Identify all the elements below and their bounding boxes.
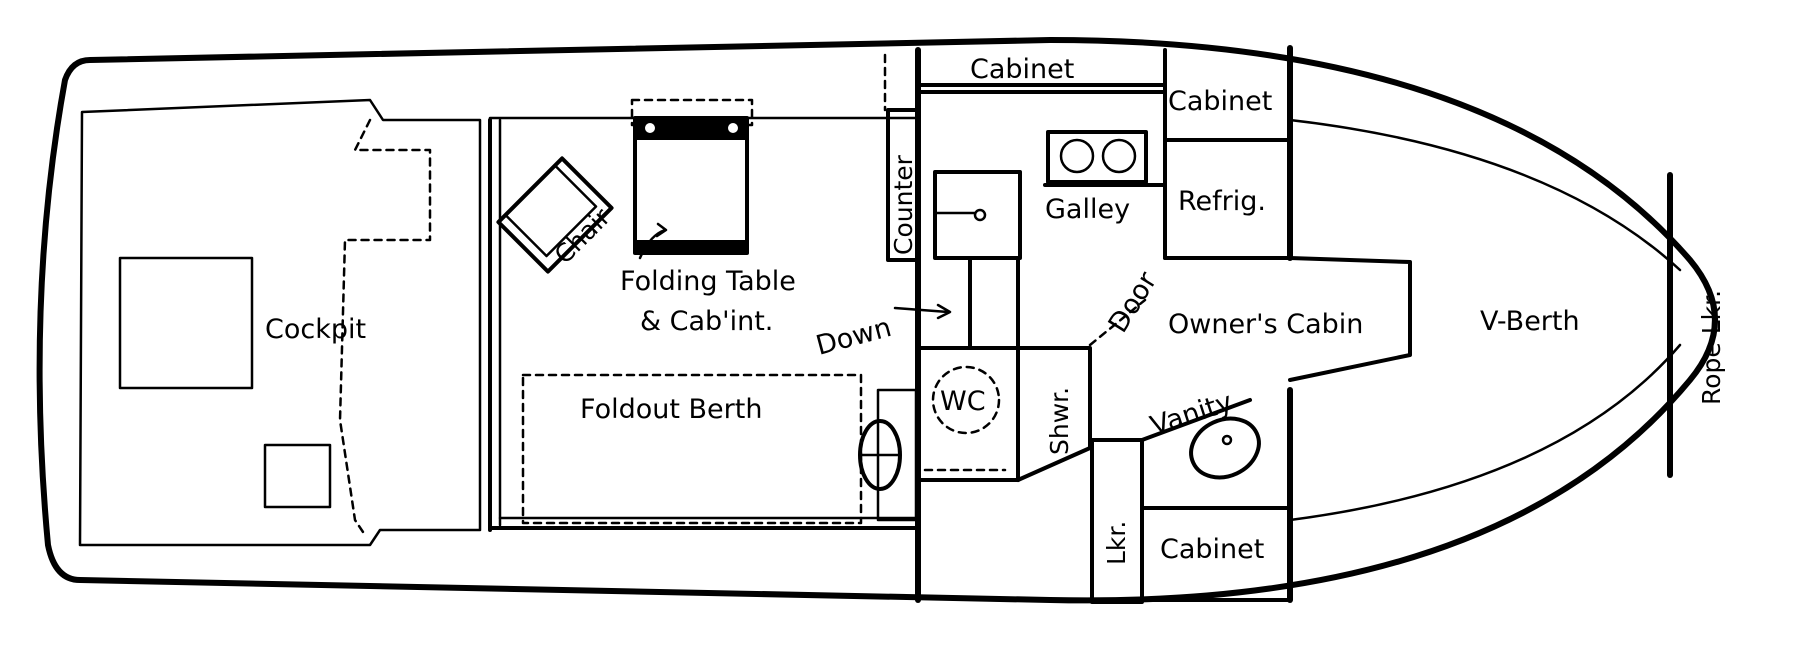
wc-dashed-circle <box>931 365 1001 435</box>
owners-cabin-outline <box>1288 256 1412 382</box>
label-lkr: Lkr. <box>1102 521 1131 565</box>
vanity-sink <box>1189 416 1261 480</box>
label-cabinet-bottom: Cabinet <box>1160 534 1264 565</box>
label-refrig: Refrig. <box>1178 186 1266 217</box>
leader-arrow-table <box>638 222 668 260</box>
folding-table <box>633 116 749 255</box>
galley-sink <box>933 170 1022 260</box>
label-shwr: Shwr. <box>1045 387 1074 455</box>
label-cabinet-top: Cabinet <box>970 54 1074 85</box>
cockpit-hatch-small <box>263 443 332 509</box>
label-door: Door <box>1103 266 1164 338</box>
v-berth-lower-curve <box>1288 343 1682 522</box>
deck-line <box>78 98 482 547</box>
label-wc: WC <box>940 386 986 417</box>
label-owners-cabin: Owner's Cabin <box>1168 309 1363 340</box>
cockpit-hatch-large <box>118 256 254 390</box>
vanity-drain <box>1221 434 1233 446</box>
vanity-counter-line <box>1140 398 1252 442</box>
folding-table-grain-bottom <box>637 240 745 251</box>
label-foldout-berth: Foldout Berth <box>580 394 762 425</box>
sink-drain <box>973 208 987 222</box>
galley-stove <box>1046 130 1148 184</box>
label-folding-table-line1: Folding Table <box>620 266 796 297</box>
table-knob-left <box>643 121 657 135</box>
label-galley: Galley <box>1045 194 1130 225</box>
label-cabinet-fwd: Cabinet <box>1168 86 1272 117</box>
cockpit-dashed-outline <box>338 118 432 537</box>
label-v-berth: V-Berth <box>1480 306 1580 337</box>
folding-table-grain-top <box>637 120 745 140</box>
label-down: Down <box>813 312 895 362</box>
stove-burner-right <box>1101 138 1137 174</box>
label-rope-lkr: Rope Lkr. <box>1697 290 1726 405</box>
label-folding-table-line2: & Cab'int. <box>640 306 773 337</box>
label-vanity: Vanity <box>1147 387 1237 442</box>
label-cockpit: Cockpit <box>265 314 366 345</box>
hull-outline <box>36 37 1718 604</box>
folding-table-dashed <box>630 98 754 127</box>
label-counter: Counter <box>889 154 918 255</box>
foldout-berth-dashed <box>521 373 863 525</box>
stove-burner-left <box>1059 138 1095 174</box>
down-arrow <box>893 303 952 320</box>
door-swing <box>1088 298 1147 347</box>
table-knob-right <box>726 121 740 135</box>
v-berth-upper-curve <box>1288 118 1682 272</box>
shower-stall <box>1016 346 1092 482</box>
chair <box>496 156 614 274</box>
